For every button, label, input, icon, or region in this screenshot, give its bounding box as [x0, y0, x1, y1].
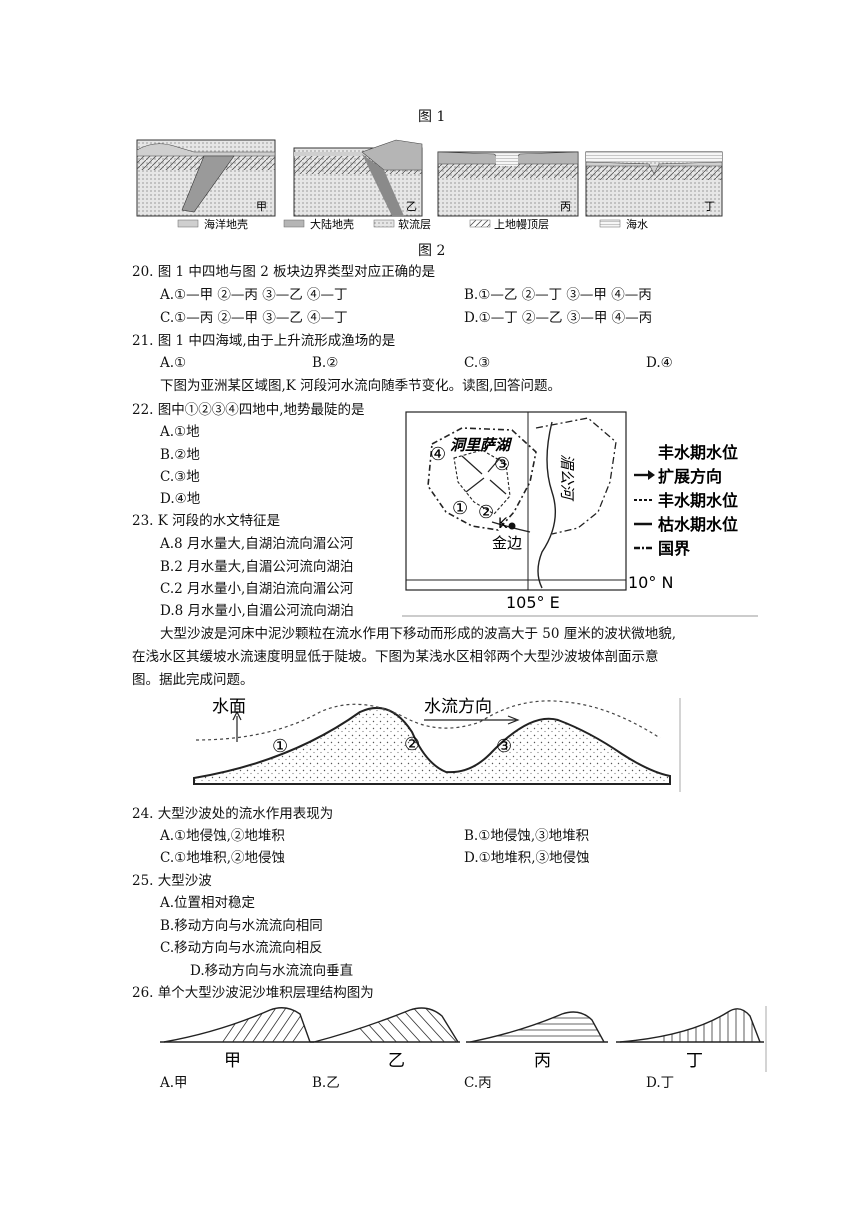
bedding-label-jia: 甲: [224, 1051, 241, 1071]
q21-stem: 21. 图 1 中四海域,由于上升流形成渔场的是: [132, 333, 396, 349]
q24-option-a: A.①地侵蚀,②地堆积: [160, 828, 285, 844]
map-k-label: K: [498, 516, 508, 532]
map-marker-4: ④: [430, 444, 446, 465]
q25-option-c: C.移动方向与水流流向相反: [160, 940, 323, 956]
q26-option-b: B.乙: [312, 1075, 340, 1091]
q23-option-d: D.8 月水量小,自湄公河流向湖泊: [160, 603, 354, 619]
legend-asthenosphere: 软流层: [398, 217, 431, 231]
panel-label-ding: 丁: [704, 200, 715, 213]
q24-stem: 24. 大型沙波处的流水作用表现为: [132, 806, 334, 822]
legend-seawater: 海水: [626, 217, 648, 231]
legend-ocean-crust: 海洋地壳: [204, 217, 248, 231]
q20-option-c: C.①—丙 ②—甲 ③—乙 ④—丁: [160, 310, 348, 326]
fig2-legend: 海洋地壳 大陆地壳 软流层 上地幔顶层 海水: [177, 217, 648, 231]
panel-jia: 甲: [136, 139, 276, 217]
map-lon-label: 105° E: [506, 593, 560, 612]
q24-option-b: B.①地侵蚀,③地堆积: [464, 828, 590, 844]
q20-option-b: B.①—乙 ②—丁 ③—甲 ④—丙: [464, 287, 652, 303]
map-marker-2: ②: [478, 502, 494, 523]
map-legend: 丰水期水位 扩展方向 丰水期水位 枯水期水位 国界: [634, 443, 738, 558]
map-lat-label: 10° N: [628, 573, 673, 592]
q26-option-c: C.丙: [464, 1075, 492, 1091]
q25-stem: 25. 大型沙波: [132, 873, 212, 889]
sand-marker-2: ②: [404, 734, 420, 755]
q23-stem: 23. K 河段的水文特征是: [132, 513, 281, 529]
bedding-label-ding: 丁: [686, 1051, 703, 1071]
map-marker-1: ①: [452, 498, 468, 519]
q26-option-a: A.甲: [160, 1075, 188, 1091]
sand-marker-3: ③: [496, 736, 512, 757]
panel-label-yi: 乙: [406, 200, 417, 213]
fig1-caption: 图 1: [418, 109, 446, 125]
q20-stem: 20. 图 1 中四地与图 2 板块边界类型对应正确的是: [132, 264, 436, 280]
q23-option-b: B.2 月水量大,自湄公河流向湖泊: [160, 559, 354, 575]
legend-upper-mantle: 上地幔顶层: [494, 218, 549, 231]
panel-label-bing: 丙: [560, 200, 571, 213]
q20-option-d: D.①—丁 ②—乙 ③—甲 ④—丙: [464, 310, 653, 326]
q26-stem: 26. 单个大型沙波泥沙堆积层理结构图为: [132, 985, 374, 1001]
panel-bing: 丙: [437, 151, 579, 217]
q23-option-a: A.8 月水量大,自湖泊流向湄公河: [160, 536, 354, 552]
map-marker-3: ③: [494, 454, 510, 475]
sand-intro-line1: 大型沙波是河床中泥沙颗粒在流水作用下移动而形成的波高大于 50 厘米的波状微地貌…: [160, 626, 677, 642]
map-legend-border: 国界: [658, 539, 690, 558]
map-legend-dry-level: 枯水期水位: [658, 515, 738, 534]
legend-continental-crust: 大陆地壳: [310, 217, 354, 231]
q21-option-c: C.③: [464, 355, 491, 371]
q22-option-b: B.②地: [160, 447, 200, 463]
q25-option-a: A.位置相对稳定: [160, 895, 256, 911]
water-surface-label: 水面: [212, 697, 246, 717]
flow-direction-label: 水流方向: [424, 697, 492, 717]
map-river-label: 湄公河: [558, 454, 576, 502]
q21-option-a: A.①: [160, 355, 187, 371]
bedding-label-yi: 乙: [388, 1051, 405, 1071]
q22-option-a: A.①地: [160, 424, 200, 440]
q25-option-d: D.移动方向与水流流向垂直: [190, 963, 354, 979]
panel-label-jia: 甲: [256, 200, 267, 213]
map-intro: 下图为亚洲某区域图,K 河段河水流向随季节变化。读图,回答问题。: [160, 378, 561, 394]
q21-option-d: D.④: [646, 355, 673, 371]
panel-yi: 乙: [293, 139, 423, 217]
map-town-label: 金边: [492, 534, 522, 552]
sand-intro-line3: 图。据此完成问题。: [132, 672, 254, 688]
q22-stem: 22. 图中①②③④四地中,地势最陡的是: [132, 402, 365, 418]
q23-option-c: C.2 月水量小,自湖泊流向湄公河: [160, 581, 354, 597]
q20-option-a: A.①—甲 ②—丙 ③—乙 ④—丁: [160, 287, 348, 303]
map-k-point: [508, 522, 516, 530]
q24-option-c: C.①地堆积,②地侵蚀: [160, 850, 286, 866]
map-lake-label: 洞里萨湖: [450, 436, 513, 454]
map-legend-flood-level-1: 丰水期水位: [658, 443, 738, 462]
plate-boundary-figure: 甲 乙 丙 丁 海洋地壳 大陆地壳 软流层 上地幔顶层 海水: [136, 139, 723, 231]
fig2-caption: 图 2: [418, 243, 446, 259]
sand-intro-line2: 在浅水区其缓坡水流速度明显低于陡坡。下图为某浅水区相邻两个大型沙波坡体剖面示意: [132, 649, 659, 665]
q25-option-b: B.移动方向与水流流向相同: [160, 918, 323, 934]
tonle-sap-map: 洞里萨湖 湄公河 K 金边 ④ ① ② ③ 10° N 105° E 丰水期水位…: [402, 411, 758, 617]
map-legend-expansion: 扩展方向: [658, 467, 722, 486]
panel-ding: 丁: [585, 151, 723, 217]
sand-wave-profile: 水面 水流方向 ① ② ③: [193, 697, 681, 792]
map-legend-flood-level-2: 丰水期水位: [658, 491, 738, 510]
q22-option-d: D.④地: [160, 491, 201, 507]
bedding-label-bing: 丙: [534, 1051, 551, 1071]
q22-option-c: C.③地: [160, 469, 200, 485]
q26-option-d: D.丁: [646, 1075, 675, 1091]
q24-option-d: D.①地堆积,③地侵蚀: [464, 850, 590, 866]
q21-option-b: B.②: [312, 355, 339, 371]
sand-marker-1: ①: [272, 736, 288, 757]
bedding-structure-figure: 甲 乙 丙 丁: [160, 1006, 767, 1072]
